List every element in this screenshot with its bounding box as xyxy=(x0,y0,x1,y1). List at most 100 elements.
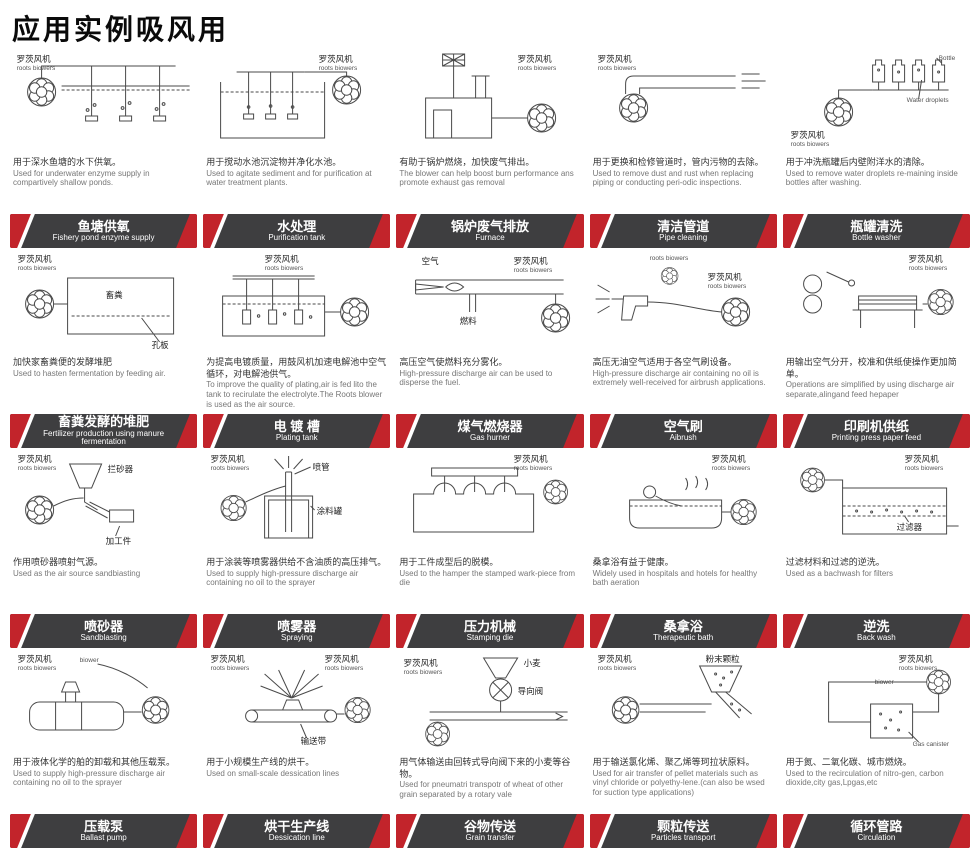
app-cell-stamping-die: 罗茨风机 roots biowers 用于工件成型后的脱模。 Used to t… xyxy=(396,452,584,648)
blower-label-en: roots biowers xyxy=(904,465,943,472)
blower-label-zh: 罗茨风机 xyxy=(904,454,939,464)
roots-blower-icon xyxy=(611,696,639,724)
banner-title-zh: 电 镀 槽 xyxy=(273,418,320,434)
app-cell-paper-feed: 罗茨风机 roots biowers 用输出空气分开，校准和供纸使操作更加简单。… xyxy=(782,252,970,448)
banner-bottle-washer: 瓶罐清洗 Bottle washer xyxy=(782,214,970,248)
roots-blower-icon xyxy=(527,103,557,133)
blower-label-zh: 罗茨风机 xyxy=(211,454,246,464)
banner-title-zh: 瓶罐清洗 xyxy=(850,218,903,234)
conveyor-label: 输送带 xyxy=(301,736,327,746)
blower-label-en: roots biowers xyxy=(908,265,947,272)
roots-blower-icon xyxy=(720,297,750,327)
description-zh: 用于涂装等喷雾器供给不含油质的高压排气。 xyxy=(206,557,387,567)
roots-blower-icon xyxy=(27,77,57,107)
blower-label-zh: 罗茨风机 xyxy=(898,654,933,664)
drawing-lines xyxy=(245,456,316,539)
workpiece-label: 加工件 xyxy=(106,536,132,546)
banner-dessication-line: 烘干生产线 Dessication line xyxy=(203,814,391,848)
banner-title-en: Ballast pump xyxy=(80,832,127,842)
drawing-lines xyxy=(628,475,732,529)
description-en: Used to the recirculation of nitro-gen, … xyxy=(785,768,944,788)
banner-spraying: 喷雾器 Spraying xyxy=(203,614,391,648)
drawing-lines xyxy=(429,657,568,721)
diagram-paper-feed: 罗茨风机 roots biowers xyxy=(783,252,970,356)
description-en: Used as the air source sandbiasting xyxy=(13,568,141,578)
description-zh: 用于更换和检修管道时，管内污物的去除。 xyxy=(592,157,764,167)
drawing-lines xyxy=(220,71,348,139)
manure-drawing: 罗茨风机 roots biowers 畜粪 孔板 xyxy=(18,254,175,350)
roots-blower-icon xyxy=(25,495,55,525)
blower-label-zh: 罗茨风机 xyxy=(17,54,52,64)
description-zh: 用于小规模生产线的烘干。 xyxy=(206,757,315,767)
bath-drawing: 罗茨风机 roots biowers xyxy=(628,454,757,529)
diagram-fishery-pond: 罗茨风机 roots biowers xyxy=(10,52,197,156)
banner-title-zh: 印刷机供纸 xyxy=(843,418,909,434)
plating-drawing: 罗茨风机 roots biowers xyxy=(222,254,370,337)
drawing-lines xyxy=(29,663,148,731)
purification-drawing: 罗茨风机 roots biowers xyxy=(220,54,362,139)
application-grid: 罗茨风机 roots biowers 用于深水鱼塘的水下供氧。 Used for… xyxy=(0,50,980,848)
banner-title-zh: 循环管路 xyxy=(850,818,903,834)
app-cell-fishery-pond: 罗茨风机 roots biowers 用于深水鱼塘的水下供氧。 Used for… xyxy=(10,52,198,248)
blower-label-en: roots biowers xyxy=(514,465,553,472)
drawing-lines xyxy=(595,284,722,321)
blower-label-en: roots biowers xyxy=(319,65,358,72)
drawing-lines xyxy=(415,279,564,312)
bottle-washer-drawing: Bottle Water droplets 罗茨风机 roots biowers xyxy=(790,55,955,148)
banner-airbrush: 空气刷 Aibrush xyxy=(589,414,777,448)
blower-label-en-top: roots biowers xyxy=(649,255,688,262)
stamping-die-drawing: 罗茨风机 roots biowers xyxy=(413,454,569,533)
roots-blower-icon xyxy=(926,669,951,695)
banner-title-zh: 压力机械 xyxy=(463,618,516,634)
diagram-gas-burner: 空气 燃料 罗茨风机 roots biowers xyxy=(396,252,583,356)
fishery-pond-drawing: 罗茨风机 roots biowers xyxy=(17,54,190,122)
banner-back-wash: 逆洗 Back wash xyxy=(782,614,970,648)
diagram-circulation: 罗茨风机 roots biowers biower Gas canister xyxy=(783,652,970,756)
blower-label-en-left: roots biowers xyxy=(211,665,250,672)
banner-title-en: Spraying xyxy=(281,632,313,642)
drawing-lines xyxy=(222,275,341,337)
drawing-lines xyxy=(245,669,345,739)
blower-label-en: roots biowers xyxy=(518,65,557,72)
blower-label-zh: 罗茨风机 xyxy=(265,254,300,264)
description-en: Used for pneumatri transpotr of wheat of… xyxy=(399,780,564,799)
description-zh: 用于输送氯化烯、聚乙烯等珂拉状原料。 xyxy=(592,757,755,767)
drawing-lines xyxy=(425,53,528,139)
banner-title-en: Printing press paper feed xyxy=(831,432,922,442)
banner-furnace: 锅炉废气排放 Furnace xyxy=(396,214,584,248)
diagram-plating-tank: 罗茨风机 roots biowers xyxy=(203,252,390,356)
app-cell-back-wash: 罗茨风机 roots biowers 过滤器 过滤材料和过滤的逆洗。 Used … xyxy=(782,452,970,648)
description-zh: 为提高电镀质量，用鼓风机加速电解池中空气循环，对电解池供气。 xyxy=(206,357,387,379)
banner-paper-feed: 印刷机供纸 Printing press paper feed xyxy=(782,414,970,448)
banner-title-en: Pipe cleaning xyxy=(659,232,708,242)
blower-label-zh: 罗茨风机 xyxy=(790,130,825,140)
banner-title-en: Fertilizer production using manure ferme… xyxy=(43,428,165,447)
diagram-spraying: 罗茨风机 roots biowers 喷管 涂料罐 xyxy=(203,452,390,556)
roots-blower-icon xyxy=(25,289,55,319)
drawing-lines xyxy=(41,65,190,122)
roots-blower-icon xyxy=(618,93,648,123)
blower-label-en: roots biowers xyxy=(18,265,57,272)
drawing-lines xyxy=(413,467,535,533)
banner-fishery-pond: 鱼塘供氧 Fishery pond enzyme supply xyxy=(10,214,198,248)
banner-ballast-pump: 压载泵 Ballast pump xyxy=(10,814,198,848)
blower-label-en-right: roots biowers xyxy=(325,665,364,672)
water-droplets-label: Water droplets xyxy=(906,97,949,104)
drawing-lines xyxy=(802,271,928,328)
blower-label-zh: 罗茨风机 xyxy=(518,54,553,64)
blower-label-zh: 罗茨风机 xyxy=(514,454,549,464)
roots-blower-icon xyxy=(344,696,371,724)
banner-stamping-die: 压力机械 Stamping die xyxy=(396,614,584,648)
description-en: Operations are simplified by using disch… xyxy=(785,380,955,399)
banner-title-zh: 畜粪发酵的堆肥 xyxy=(58,414,150,430)
blower-label-en: roots biowers xyxy=(711,465,750,472)
diagram-dessication-line: 罗茨风机 roots biowers 罗茨风机 roots biowers 输送… xyxy=(203,652,390,756)
roots-blower-icon xyxy=(541,303,571,333)
roots-blower-icon xyxy=(220,494,247,522)
air-label: 空气 xyxy=(422,256,440,266)
drawing-lines xyxy=(824,479,959,535)
description-zh: 用于深水鱼塘的水下供氧。 xyxy=(13,157,122,167)
app-cell-gas-burner: 空气 燃料 罗茨风机 roots biowers 高压空气使燃料充分雾化。 Hi… xyxy=(396,252,584,448)
paper-feed-drawing: 罗茨风机 roots biowers xyxy=(802,254,954,328)
banner-manure-fermentation: 畜粪发酵的堆肥 Fertilizer production using manu… xyxy=(10,414,198,448)
